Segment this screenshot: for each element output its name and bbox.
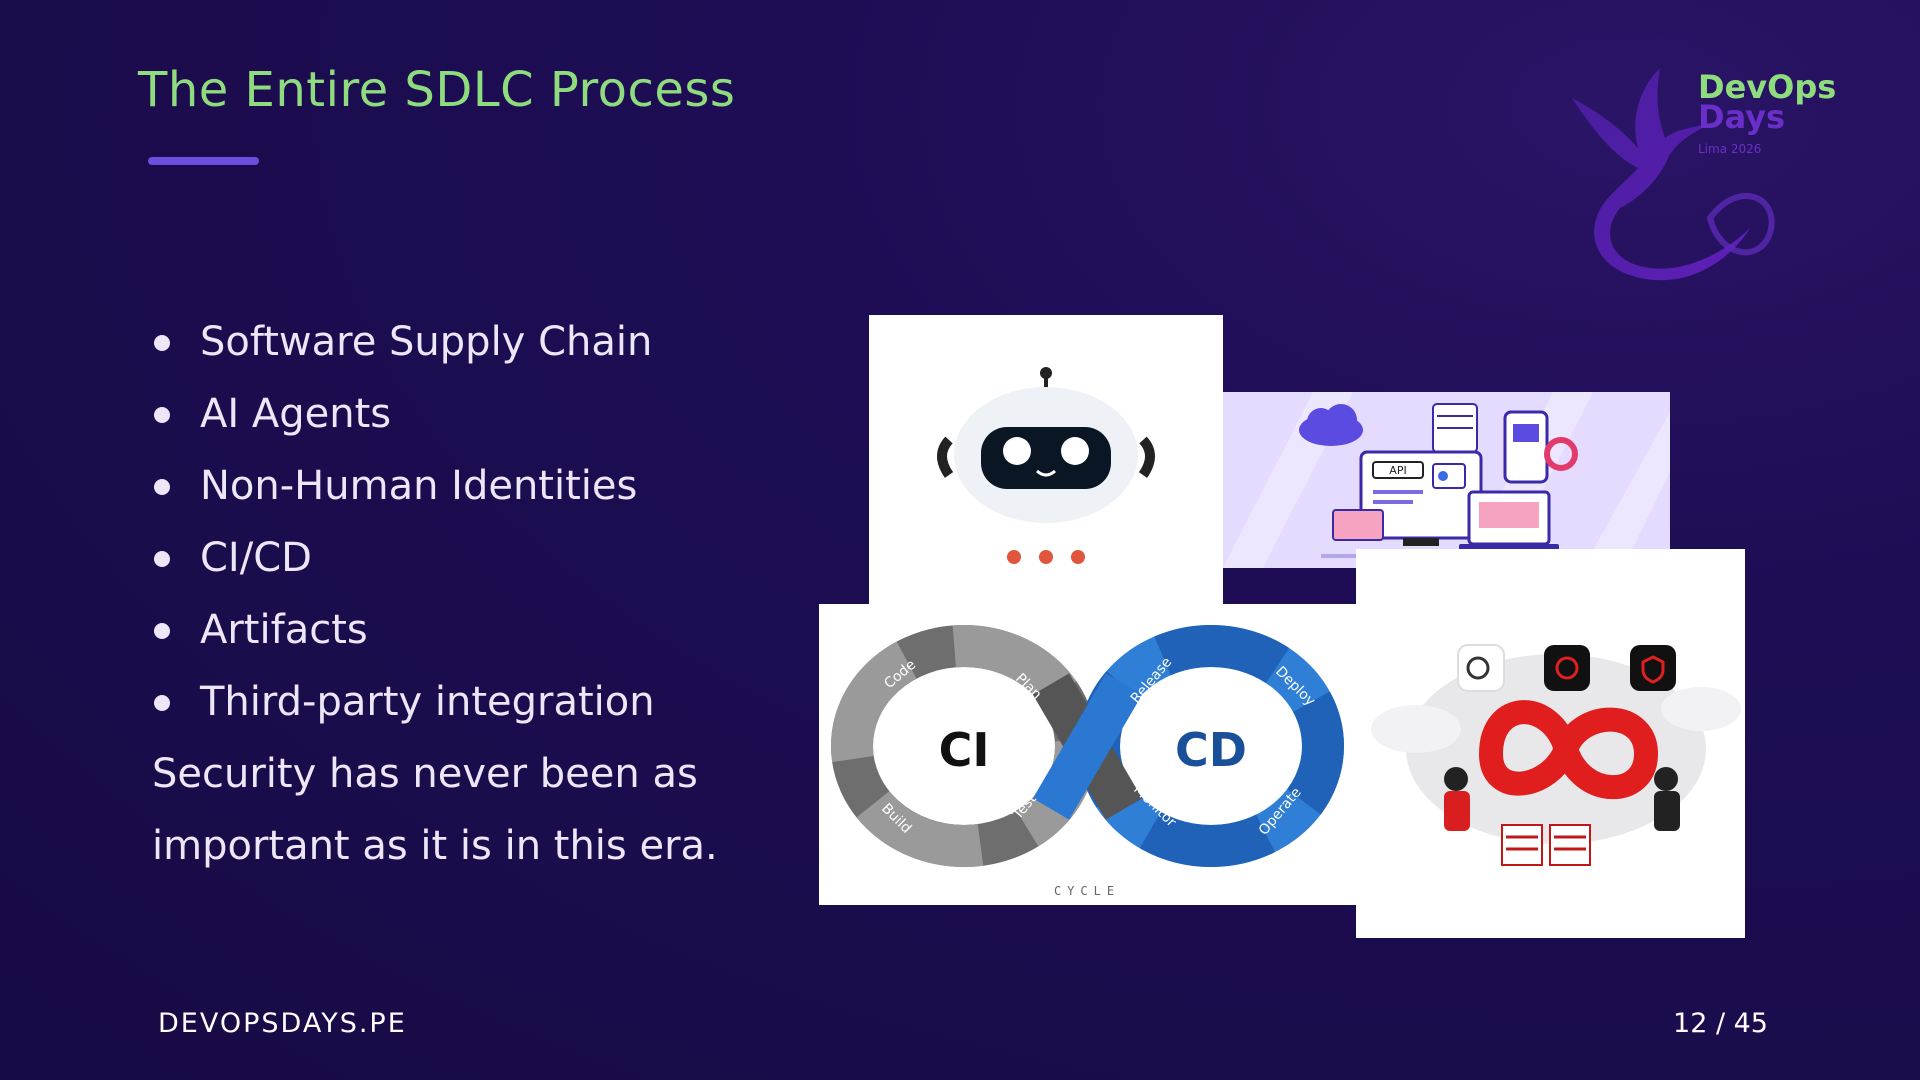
hummingbird-icon: DevOps Days Lima 2026	[1572, 68, 1836, 281]
bullet-item: CI/CD	[152, 522, 655, 594]
devsecops-image	[1356, 549, 1745, 938]
devopsdays-logo: DevOps Days Lima 2026	[1560, 58, 1890, 288]
footer-site: DEVOPSDAYS.PE	[158, 1008, 407, 1039]
logo-line1: DevOps	[1698, 68, 1836, 106]
page-number: 12 / 45	[1673, 1008, 1768, 1039]
bullet-item: Artifacts	[152, 594, 655, 666]
infinity-loop-icon: CI CD Code Plan Build Test Release Deplo…	[819, 604, 1356, 905]
ci-label: CI	[939, 723, 990, 777]
cicd-cycle-image: CI CD Code Plan Build Test Release Deplo…	[819, 604, 1356, 905]
api-label: API	[1389, 464, 1406, 477]
cloud-api-image: API	[1223, 392, 1670, 568]
bullet-list: Software Supply Chain AI Agents Non-Huma…	[152, 306, 655, 738]
robot-icon	[869, 315, 1223, 607]
security-statement: Security has never been as important as …	[152, 751, 718, 869]
security-loop-icon	[1356, 549, 1745, 938]
logo-line3: Lima 2026	[1698, 142, 1761, 156]
bullet-item: Non-Human Identities	[152, 450, 655, 522]
bullet-item: Third-party integration	[152, 666, 655, 738]
cycle-caption: CYCLE	[1054, 884, 1120, 898]
bullet-item: Software Supply Chain	[152, 306, 655, 378]
title-underline	[148, 157, 259, 165]
robot-image	[869, 315, 1223, 607]
bullet-item: AI Agents	[152, 378, 655, 450]
logo-line2: Days	[1698, 98, 1785, 136]
cloud-devices-icon: API	[1223, 392, 1670, 568]
slide-title: The Entire SDLC Process	[138, 62, 736, 118]
cd-label: CD	[1175, 723, 1247, 777]
